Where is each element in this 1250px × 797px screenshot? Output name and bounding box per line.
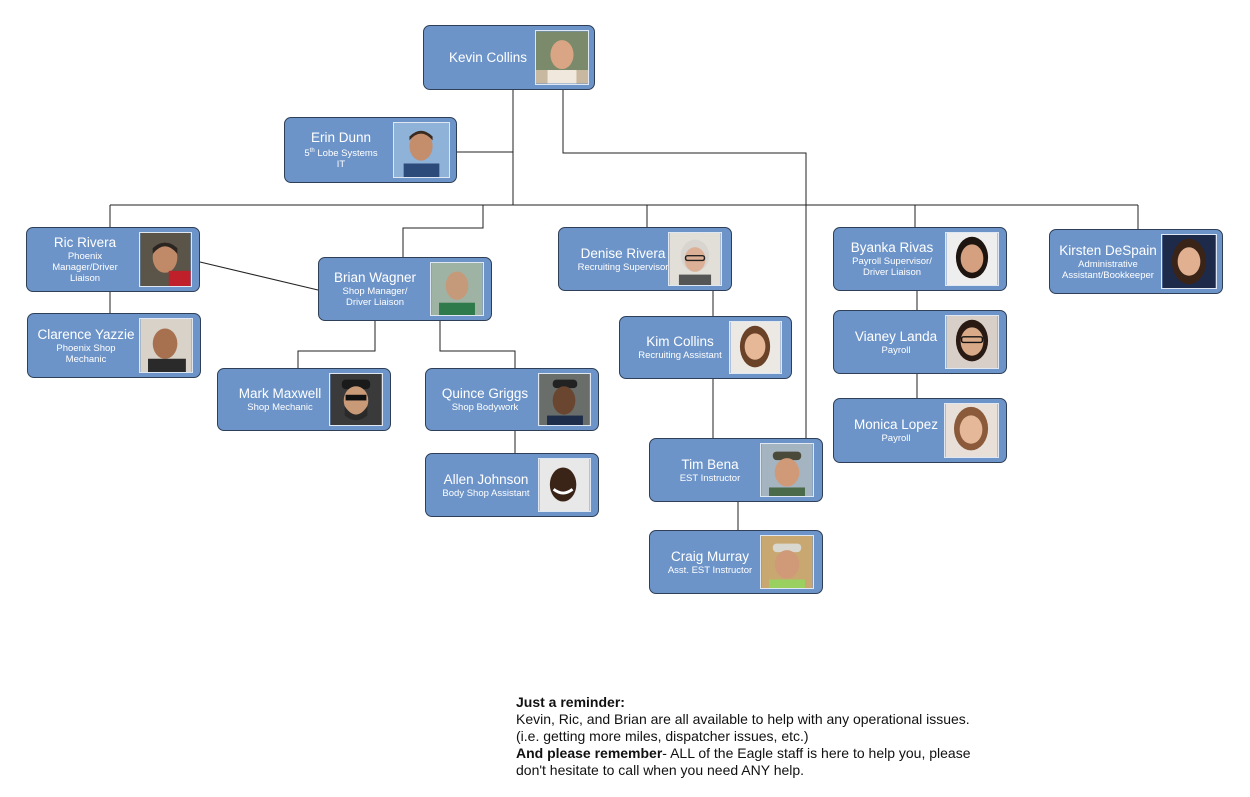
person-name: Allen Johnson bbox=[443, 471, 529, 487]
person-name: Monica Lopez bbox=[853, 417, 939, 432]
person-role: 5th Lobe Systems bbox=[304, 147, 378, 160]
person-role-line2: IT bbox=[336, 159, 346, 171]
brian-wagner-photo bbox=[430, 262, 484, 316]
kim-collins-photo bbox=[729, 321, 782, 374]
node-mark-maxwell: Mark Maxwell Shop Mechanic bbox=[217, 368, 391, 431]
reminder-line-2: (i.e. getting more miles, dispatcher iss… bbox=[516, 728, 809, 744]
person-name: Clarence Yazzie bbox=[37, 326, 135, 342]
byanka-rivas-photo bbox=[945, 232, 999, 286]
reminder-line-1: Kevin, Ric, and Brian are all available … bbox=[516, 711, 970, 727]
person-role: Shop Mechanic bbox=[247, 402, 313, 413]
person-role: Recruiting Assistant bbox=[638, 350, 722, 361]
reminder-note: Just a reminder: Kevin, Ric, and Brian a… bbox=[516, 694, 1036, 779]
person-role: Recruiting Supervisor bbox=[577, 261, 669, 273]
quince-griggs-photo bbox=[538, 373, 591, 426]
node-kirsten-despain: Kirsten DeSpain Administrative Assistant… bbox=[1049, 229, 1223, 294]
person-role: Body Shop Assistant bbox=[442, 487, 530, 499]
person-role: Shop Manager/ Driver Liaison bbox=[342, 286, 408, 308]
person-role: Administrative Assistant/Bookkeeper bbox=[1062, 258, 1154, 281]
person-name: Kevin Collins bbox=[448, 49, 528, 65]
mark-maxwell-photo bbox=[329, 373, 383, 426]
node-kevin-collins: Kevin Collins bbox=[423, 25, 595, 90]
person-name: Tim Bena bbox=[681, 456, 739, 472]
person-name: Byanka Rivas bbox=[850, 240, 934, 255]
node-ric-rivera: Ric Rivera Phoenix Manager/Driver Liaiso… bbox=[26, 227, 200, 292]
reminder-line-3: - ALL of the Eagle staff is here to help… bbox=[662, 745, 971, 761]
node-kim-collins: Kim Collins Recruiting Assistant bbox=[619, 316, 792, 379]
person-role: Phoenix Shop Mechanic bbox=[56, 342, 116, 365]
person-role: Payroll bbox=[881, 344, 911, 356]
node-craig-murray: Craig Murray Asst. EST Instructor bbox=[649, 530, 823, 594]
person-name: Denise Rivera bbox=[580, 245, 666, 261]
person-role: EST Instructor bbox=[679, 472, 741, 484]
monica-lopez-photo bbox=[944, 403, 999, 458]
node-quince-griggs: Quince Griggs Shop Bodywork bbox=[425, 368, 599, 431]
person-name: Ric Rivera bbox=[53, 235, 117, 250]
node-byanka-rivas: Byanka Rivas Payroll Supervisor/ Driver … bbox=[833, 227, 1007, 291]
person-role: Asst. EST Instructor bbox=[667, 564, 753, 576]
person-role: Phoenix Manager/Driver Liaison bbox=[52, 251, 118, 284]
person-name: Erin Dunn bbox=[310, 129, 372, 145]
node-clarence-yazzie: Clarence Yazzie Phoenix Shop Mechanic bbox=[27, 313, 201, 378]
tim-bena-photo bbox=[760, 443, 814, 497]
node-brian-wagner: Brian Wagner Shop Manager/ Driver Liaiso… bbox=[318, 257, 492, 321]
person-name: Kirsten DeSpain bbox=[1059, 242, 1157, 258]
person-name: Craig Murray bbox=[670, 548, 749, 564]
node-allen-johnson: Allen Johnson Body Shop Assistant bbox=[425, 453, 599, 517]
person-role: Shop Bodywork bbox=[451, 402, 519, 413]
reminder-heading: Just a reminder: bbox=[516, 694, 625, 710]
node-monica-lopez: Monica Lopez Payroll bbox=[833, 398, 1007, 463]
person-name: Brian Wagner bbox=[333, 270, 417, 285]
denise-rivera-photo bbox=[668, 232, 722, 286]
ric-rivera-photo bbox=[139, 232, 192, 287]
clarence-yazzie-photo bbox=[139, 318, 193, 373]
node-tim-bena: Tim Bena EST Instructor bbox=[649, 438, 823, 502]
vianey-landa-photo bbox=[945, 315, 999, 369]
craig-murray-photo bbox=[760, 535, 814, 589]
person-name: Kim Collins bbox=[646, 334, 714, 349]
person-role: Payroll Supervisor/ Driver Liaison bbox=[852, 256, 932, 278]
kirsten-despain-photo bbox=[1161, 234, 1217, 289]
person-name: Mark Maxwell bbox=[238, 386, 322, 401]
person-name: Vianey Landa bbox=[854, 328, 938, 344]
erin-dunn-photo bbox=[393, 122, 450, 178]
person-role: Payroll bbox=[881, 433, 911, 444]
node-denise-rivera: Denise Rivera Recruiting Supervisor bbox=[558, 227, 732, 291]
kevin-collins-photo bbox=[535, 30, 589, 85]
reminder-line-4: don't hesitate to call when you need ANY… bbox=[516, 762, 805, 778]
allen-johnson-photo bbox=[538, 458, 591, 512]
reminder-bold: And please remember bbox=[516, 745, 663, 761]
node-erin-dunn: Erin Dunn 5th Lobe Systems IT bbox=[284, 117, 457, 183]
person-name: Quince Griggs bbox=[441, 386, 529, 401]
node-vianey-landa: Vianey Landa Payroll bbox=[833, 310, 1007, 374]
